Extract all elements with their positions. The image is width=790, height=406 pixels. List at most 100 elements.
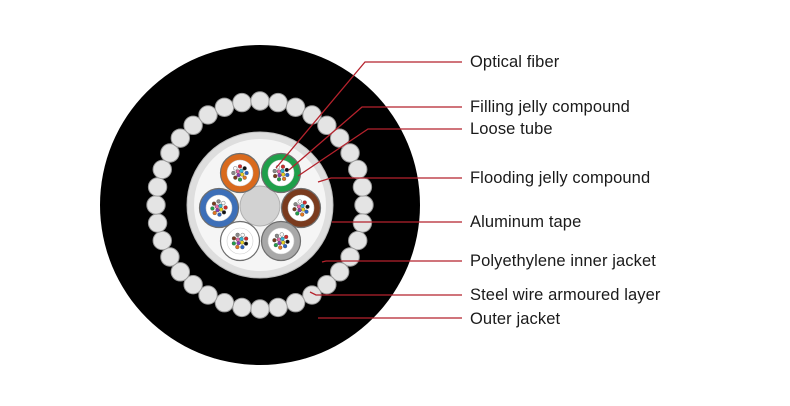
optical-fiber — [240, 245, 245, 250]
steel-wire — [354, 195, 374, 215]
optical-fiber — [276, 177, 282, 182]
optical-fiber — [300, 212, 305, 217]
optical-fiber — [302, 200, 307, 205]
optical-fiber — [277, 173, 282, 178]
optical-fiber — [235, 232, 240, 237]
steel-wire — [152, 159, 172, 180]
optical-fiber — [280, 236, 285, 241]
central-strength-member — [239, 185, 281, 227]
loose-tube-green — [260, 152, 302, 194]
filling-jelly — [267, 159, 295, 187]
steel-wire — [232, 297, 252, 318]
steel-wire — [160, 143, 180, 163]
label-steel-wire-armoured-layer: Steel wire armoured layer — [470, 286, 661, 304]
optical-fiber — [219, 207, 224, 212]
optical-fiber — [274, 233, 279, 238]
steel-wire — [160, 247, 180, 267]
loose-tube-white — [219, 220, 261, 262]
optical-fiber — [276, 237, 281, 242]
label-polyethylene-inner-jacket: Polyethylene inner jacket — [470, 252, 656, 270]
steel-wire — [214, 293, 235, 313]
optical-fiber — [278, 245, 283, 250]
optical-fiber — [279, 232, 284, 237]
optical-fiber — [210, 206, 215, 211]
steel-wire — [268, 92, 288, 113]
steel-wire-armoured-layer — [146, 91, 374, 319]
filling-jelly — [226, 227, 254, 255]
loose-tube-blue — [198, 187, 240, 229]
leader-polyethylene-inner-jacket — [321, 260, 462, 263]
steel-wire — [352, 213, 373, 233]
steel-wire — [285, 293, 306, 313]
optical-fiber — [231, 170, 236, 176]
steel-wire — [170, 128, 191, 148]
optical-fiber — [231, 236, 237, 241]
optical-fiber — [236, 241, 241, 246]
optical-fiber — [285, 172, 290, 178]
steel-wire — [348, 230, 368, 251]
steel-wire — [317, 274, 337, 295]
optical-fiber — [236, 173, 241, 178]
steel-wire — [183, 115, 203, 136]
optical-fiber — [272, 238, 277, 243]
optical-fiber — [281, 240, 286, 245]
optical-fiber — [214, 204, 219, 209]
filling-jelly — [205, 194, 233, 222]
optical-fiber — [272, 168, 277, 174]
optical-fiber — [243, 241, 249, 246]
leader-filling-jelly-compound — [288, 106, 462, 171]
optical-fiber — [242, 175, 247, 180]
optical-fiber — [244, 236, 249, 241]
optical-fiber — [216, 199, 221, 204]
steel-wire — [250, 91, 270, 111]
optical-fiber — [231, 241, 236, 246]
optical-fiber — [284, 234, 289, 239]
steel-wire — [146, 195, 166, 215]
leader-loose-tube — [297, 128, 462, 177]
steel-wire — [214, 97, 235, 117]
optical-fiber — [221, 210, 227, 215]
steel-wire — [198, 285, 218, 305]
label-aluminum-tape: Aluminum tape — [470, 213, 582, 231]
optical-fiber — [244, 170, 249, 176]
steel-wire — [170, 262, 191, 282]
optical-fiber — [235, 169, 240, 174]
label-optical-fiber: Optical fiber — [470, 53, 560, 71]
steel-wire — [147, 213, 168, 233]
optical-fiber — [300, 203, 305, 208]
optical-fiber — [239, 236, 244, 241]
optical-fiber — [240, 240, 245, 245]
optical-fiber — [233, 166, 238, 171]
optical-fiber — [296, 204, 301, 209]
optical-fiber — [285, 239, 290, 244]
optical-fiber — [292, 207, 297, 212]
steel-wire — [285, 97, 306, 117]
steel-wire — [340, 143, 360, 163]
optical-fiber — [218, 203, 223, 208]
optical-fiber — [273, 173, 278, 179]
optical-fiber — [221, 200, 226, 206]
optical-fiber — [280, 168, 285, 173]
steel-wire — [348, 159, 368, 180]
optical-fiber — [239, 168, 244, 173]
optical-fiber — [281, 176, 287, 181]
optical-fiber — [240, 232, 245, 238]
optical-fiber — [235, 237, 240, 242]
optical-fiber — [215, 208, 220, 213]
optical-fiber — [297, 208, 302, 213]
loose-tube-brown — [280, 187, 322, 229]
leader-steel-wire-armoured-layer — [309, 291, 462, 296]
steel-wire — [352, 177, 373, 197]
optical-fiber — [276, 169, 281, 174]
optical-fiber — [301, 207, 306, 212]
optical-fiber — [217, 212, 222, 217]
optical-fiber — [277, 241, 282, 246]
optical-fiber — [233, 175, 238, 180]
optical-fiber — [281, 172, 286, 177]
optical-fiber — [305, 204, 310, 209]
leader-lines — [275, 61, 462, 319]
optical-fiber — [304, 209, 309, 214]
optical-fiber — [284, 167, 289, 173]
optical-fiber — [235, 244, 240, 250]
